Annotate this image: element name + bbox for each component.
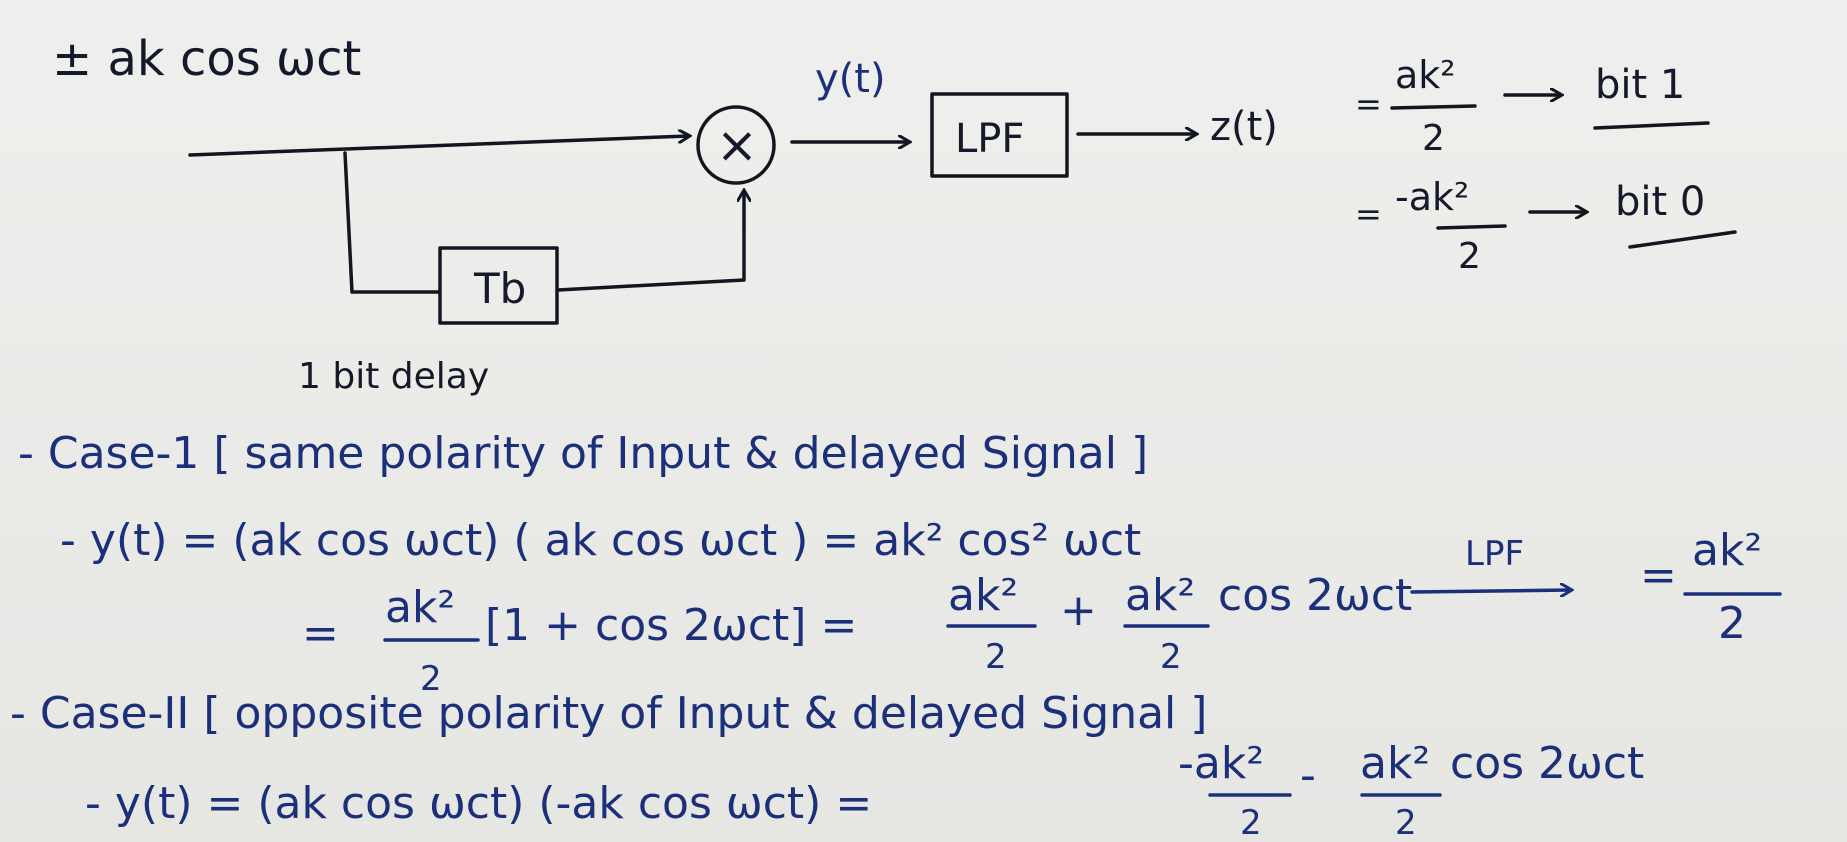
- case1-eq2-t1-num: ak²: [948, 570, 1018, 621]
- lpf-output-label: z(t): [1210, 104, 1278, 150]
- lpf-label: LPF: [955, 116, 1024, 162]
- decision-0-eq: =: [1355, 195, 1382, 233]
- case1-eq2-plus: +: [1060, 585, 1097, 636]
- delay-caption: 1 bit delay: [298, 356, 489, 397]
- case2-equation-1: - y(t) = (ak cos ωct) (-ak cos ωct) = -a…: [85, 738, 1644, 842]
- case1-eq2-result-den: 2: [1718, 598, 1746, 649]
- case1-title: - Case-1 [ same polarity of Input & dela…: [18, 428, 1148, 479]
- case2-title: - Case-II [ opposite polarity of Input &…: [10, 688, 1207, 739]
- decision-0-den: 2: [1458, 236, 1481, 277]
- case2-eq1-t2-den: 2: [1395, 803, 1417, 842]
- decision-1-num: ak²: [1395, 53, 1456, 97]
- decision-bit-0: = -ak² 2 bit 0: [1355, 175, 1737, 277]
- case2-eq1-t2-num: ak²: [1360, 738, 1430, 789]
- multiplier-symbol: ×: [716, 116, 758, 174]
- case1-equation-1: - y(t) = (ak cos ωct) ( ak cos ωct ) = a…: [60, 515, 1141, 566]
- case1-equation-2: = ak² 2 [1 + cos 2ωct] = ak² 2 + ak² 2 c…: [302, 525, 1782, 699]
- decision-1-den: 2: [1422, 118, 1445, 159]
- case2-eq1-t1-den: 2: [1240, 803, 1262, 842]
- case1-eq2-result-num: ak²: [1692, 525, 1762, 576]
- decision-1-underline: [1593, 121, 1710, 130]
- case2-eq1-prefix: - y(t) = (ak cos ωct) (-ak cos ωct) =: [85, 778, 872, 829]
- decision-1-eq: =: [1355, 85, 1382, 123]
- case1-eq2-result-prefix: =: [1640, 550, 1677, 601]
- case1-eq2-prefix: =: [302, 608, 339, 659]
- case2-eq1-tail: cos 2ωct: [1450, 738, 1644, 789]
- case1-eq2-mid: [1 + cos 2ωct] =: [485, 600, 857, 651]
- delay-label: Tb: [473, 264, 526, 313]
- delay-block: [438, 246, 559, 325]
- multiplier-output-label: y(t): [815, 56, 886, 102]
- decision-bit-1: = ak² 2 bit 1: [1355, 53, 1710, 159]
- decision-0-underline: [1628, 230, 1737, 249]
- case1-eq2-t2-num: ak²: [1125, 570, 1195, 621]
- multiplier-circle: [696, 105, 776, 185]
- decision-0-num: -ak²: [1395, 175, 1469, 219]
- case1-eq2-frac-den: 2: [420, 659, 442, 699]
- decision-0-bar: [1436, 224, 1507, 230]
- case2-eq1-t1-num: -ak²: [1178, 738, 1264, 789]
- input-line: [188, 136, 688, 157]
- case1-eq2-arrow-label: LPF: [1465, 534, 1524, 574]
- case1-eq2-t1-den: 2: [985, 637, 1007, 677]
- decision-1-bar: [1390, 104, 1477, 110]
- case2-eq1-minus: -: [1300, 750, 1316, 801]
- lpf-block: [930, 92, 1069, 178]
- case1-eq2-lpf-arrow: [1410, 590, 1570, 592]
- case1-eq2-t2-den: 2: [1160, 637, 1182, 677]
- delay-to-multiplier: [556, 192, 744, 292]
- decision-0-result: bit 0: [1615, 179, 1705, 225]
- branch-to-delay: [343, 151, 440, 294]
- decision-1-result: bit 1: [1595, 62, 1685, 108]
- input-signal-label: ± ak cos ωct: [52, 31, 361, 87]
- case1-eq2-frac-num: ak²: [385, 582, 455, 633]
- case1-eq2-t2-tail: cos 2ωct: [1218, 570, 1412, 621]
